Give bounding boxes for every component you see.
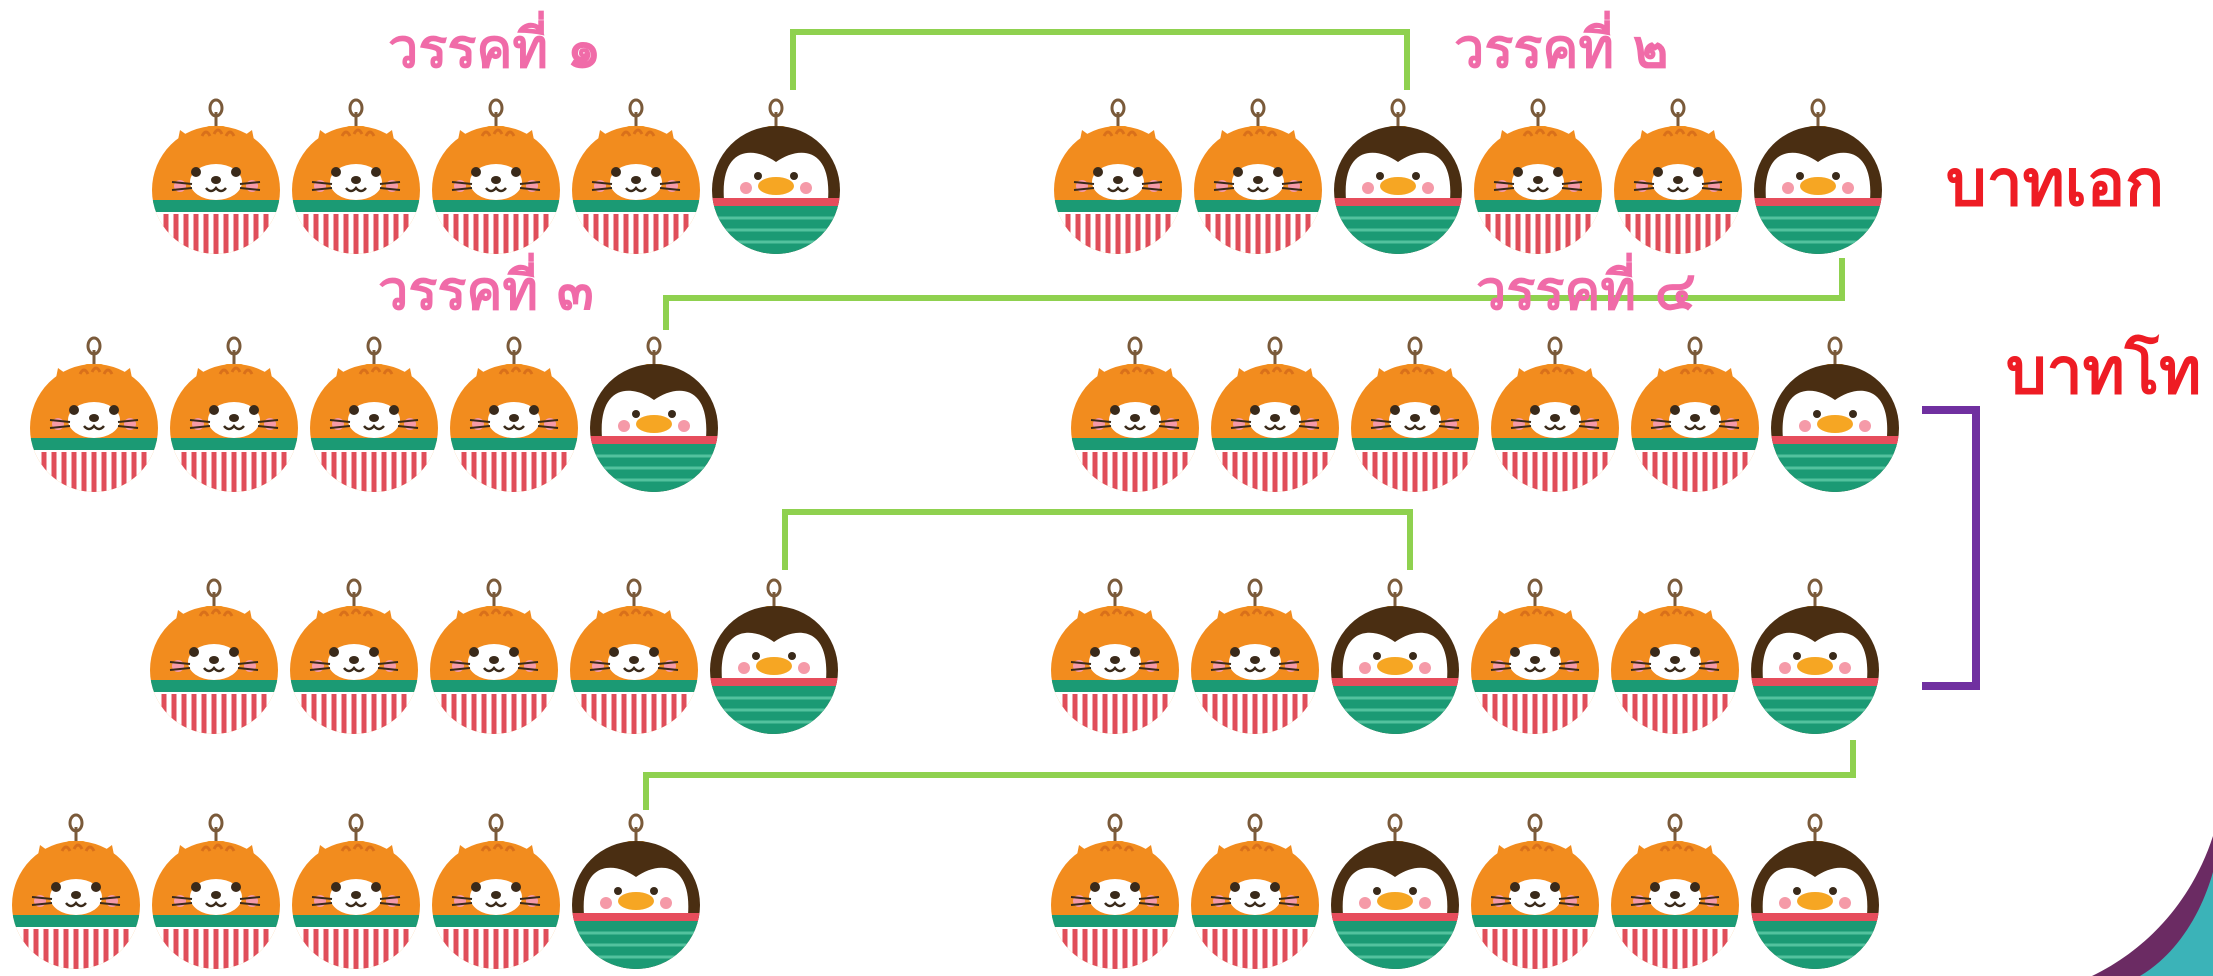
cat-ornament xyxy=(152,815,280,975)
cat-ornament xyxy=(30,338,158,498)
cat-ornament xyxy=(310,338,438,498)
cat-ornament xyxy=(432,815,560,975)
penguin-ornament xyxy=(1754,100,1882,260)
rhyme-connector-1 xyxy=(790,29,1410,90)
annotation-bot-ek: บาทเอก xyxy=(1946,147,2164,221)
rhyme-connector-2 xyxy=(663,258,1845,330)
cat-ornament xyxy=(150,580,278,740)
cat-ornament xyxy=(1191,815,1319,975)
cat-ornament xyxy=(1351,338,1479,498)
cat-ornament xyxy=(1471,580,1599,740)
cat-ornament xyxy=(1071,338,1199,498)
cat-ornament xyxy=(1491,338,1619,498)
cat-ornament xyxy=(290,580,418,740)
ornament-layer xyxy=(12,100,1899,975)
rhyme-connector-4 xyxy=(643,740,1856,810)
bot-tho-bracket xyxy=(1922,406,1980,690)
stanza-label-3: วรรคที่ ๓ xyxy=(378,259,594,322)
cat-ornament xyxy=(570,580,698,740)
cat-ornament xyxy=(1211,338,1339,498)
annotation-bot-tho: บาทโท xyxy=(2006,335,2202,409)
stanza-label-1: วรรคที่ ๑ xyxy=(388,17,602,80)
cat-ornament xyxy=(430,580,558,740)
cat-ornament xyxy=(1191,580,1319,740)
cat-ornament xyxy=(152,100,280,260)
penguin-ornament xyxy=(1334,100,1462,260)
cat-ornament xyxy=(1611,815,1739,975)
cat-ornament xyxy=(1631,338,1759,498)
penguin-ornament xyxy=(1751,815,1879,975)
cat-ornament xyxy=(1611,580,1739,740)
penguin-ornament xyxy=(590,338,718,498)
penguin-ornament xyxy=(712,100,840,260)
penguin-ornament xyxy=(1331,580,1459,740)
cat-ornament xyxy=(1054,100,1182,260)
corner-decoration-inner xyxy=(2140,872,2213,976)
stanza-label-4: วรรคที่ ๔ xyxy=(1476,259,1696,322)
cat-ornament xyxy=(1474,100,1602,260)
rhyme-connector-3 xyxy=(782,509,1413,570)
cat-ornament xyxy=(1614,100,1742,260)
cat-ornament xyxy=(1051,815,1179,975)
stanza-label-2: วรรคที่ ๒ xyxy=(1454,17,1669,80)
cat-ornament xyxy=(572,100,700,260)
cat-ornament xyxy=(1051,580,1179,740)
penguin-ornament xyxy=(1771,338,1899,498)
cat-ornament xyxy=(292,100,420,260)
cat-ornament xyxy=(1471,815,1599,975)
cat-ornament xyxy=(12,815,140,975)
cat-ornament xyxy=(450,338,578,498)
penguin-ornament xyxy=(1751,580,1879,740)
cat-ornament xyxy=(1194,100,1322,260)
penguin-ornament xyxy=(1331,815,1459,975)
penguin-ornament xyxy=(710,580,838,740)
penguin-ornament xyxy=(572,815,700,975)
cat-ornament xyxy=(292,815,420,975)
cat-ornament xyxy=(170,338,298,498)
rhyme-connectors xyxy=(643,29,1980,810)
cat-ornament xyxy=(432,100,560,260)
